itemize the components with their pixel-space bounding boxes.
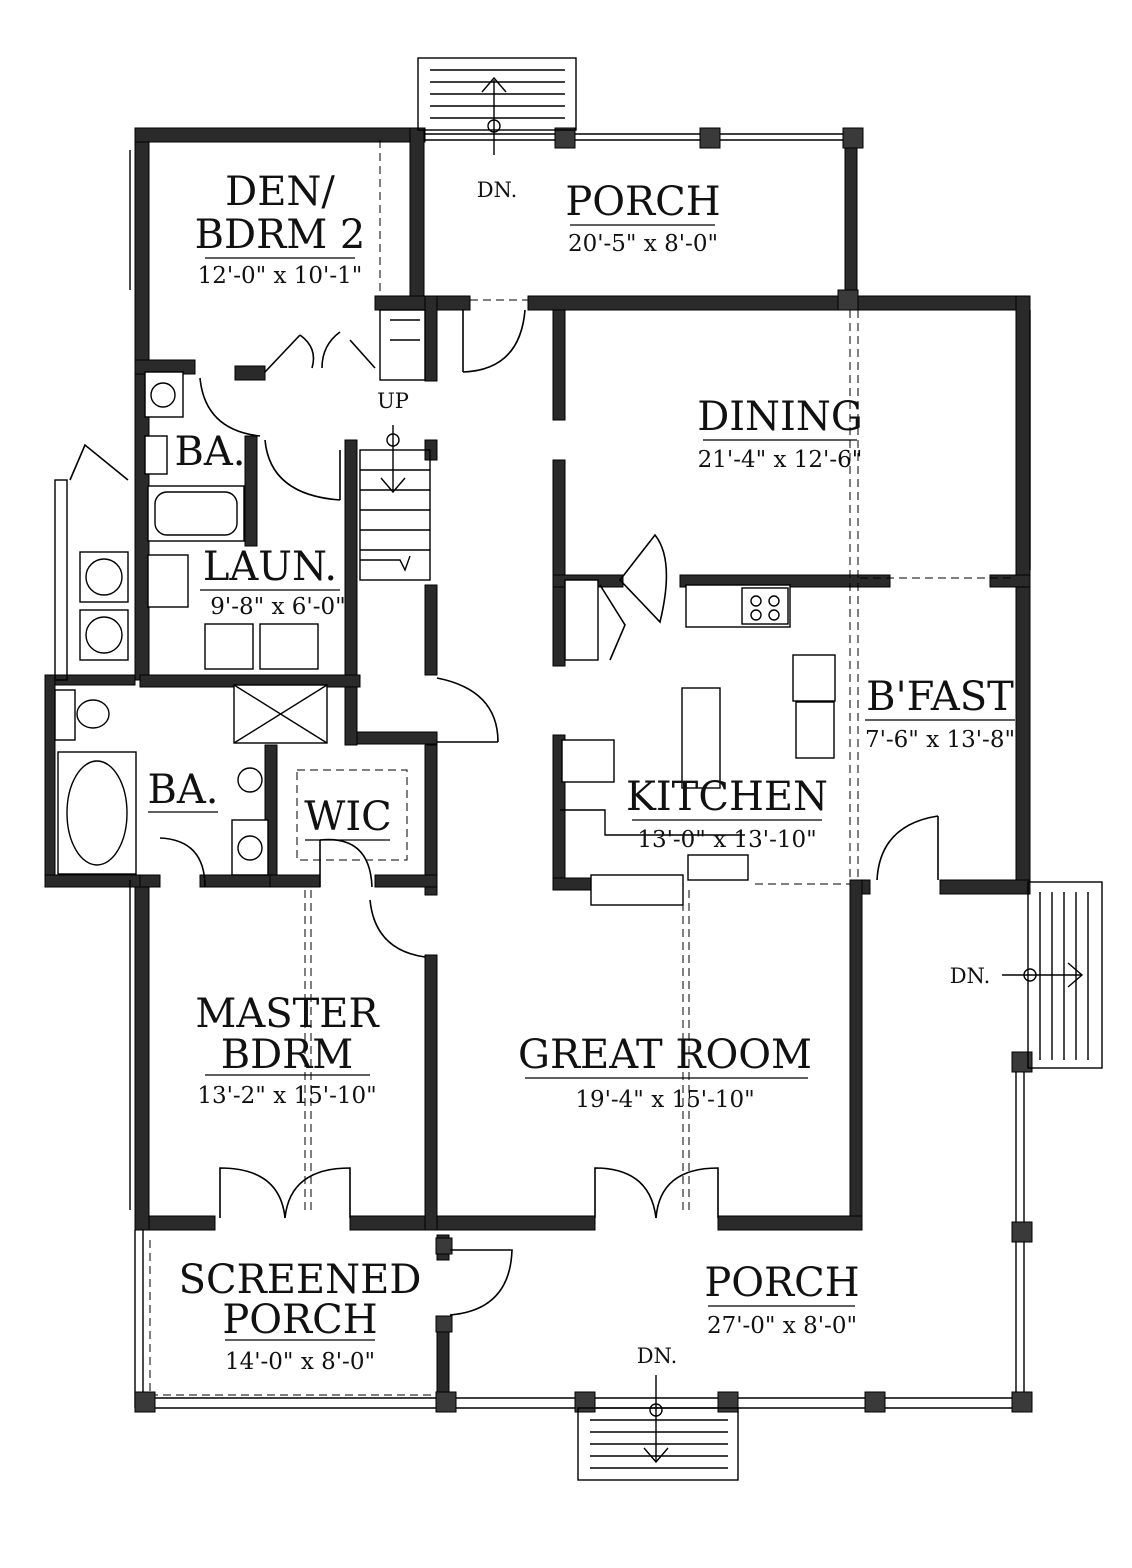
master-bedroom-label-line2: BDRM (221, 1032, 354, 1078)
screened-porch-dimensions: 14'-0" x 8'-0" (225, 1349, 375, 1375)
porch-front-dimensions: 27'-0" x 8'-0" (707, 1313, 857, 1339)
porch-front-label: PORCH (704, 1260, 859, 1306)
stair-up-label: UP (377, 389, 409, 413)
wic-label: WIC (304, 794, 392, 840)
laundry-label: LAUN. (203, 544, 337, 590)
den-label: DEN/ (225, 169, 335, 215)
porch-east-step-label: DN. (950, 964, 991, 988)
den-dimensions: 12'-0" x 10'-1" (198, 263, 363, 289)
bath-lower-label: BA. (148, 767, 219, 813)
fixtures (54, 371, 836, 906)
screened-porch-label: SCREENED (179, 1257, 422, 1303)
dashed-lines (296, 140, 1015, 1215)
porch-top-label: PORCH (565, 179, 720, 225)
walls (44, 127, 1031, 1411)
porch-front-step-label: DN. (637, 1344, 678, 1368)
doors (54, 309, 939, 1316)
great-room-label: GREAT ROOM (518, 1032, 812, 1078)
dining-dimensions: 21'-4" x 12'-6" (698, 447, 863, 473)
screened-porch-label-line2: PORCH (222, 1297, 377, 1343)
room-labels: DEN/ BDRM 2 12'-0" x 10'-1" DN. PORCH 20… (148, 169, 1016, 1375)
steps (417, 57, 1103, 1481)
bfast-dimensions: 7'-6" x 13'-8" (865, 727, 1015, 753)
master-bedroom-label: MASTER (195, 991, 380, 1037)
porch-top-step-label: DN. (477, 178, 518, 202)
interior-stair (359, 309, 431, 581)
kitchen-dimensions: 13'-0" x 13'-10" (637, 827, 816, 853)
dining-label: DINING (697, 394, 863, 440)
bfast-label: B'FAST (866, 674, 1014, 720)
porch-top-dimensions: 20'-5" x 8'-0" (568, 231, 718, 257)
great-room-dimensions: 19'-4" x 15'-10" (575, 1087, 754, 1113)
den-label-line2: BDRM 2 (195, 212, 366, 258)
bath-upper-label: BA. (175, 429, 246, 475)
laundry-dimensions: 9'-8" x 6'-0" (210, 594, 345, 620)
kitchen-label: KITCHEN (626, 774, 828, 820)
master-bedroom-dimensions: 13'-2" x 15'-10" (197, 1083, 376, 1109)
